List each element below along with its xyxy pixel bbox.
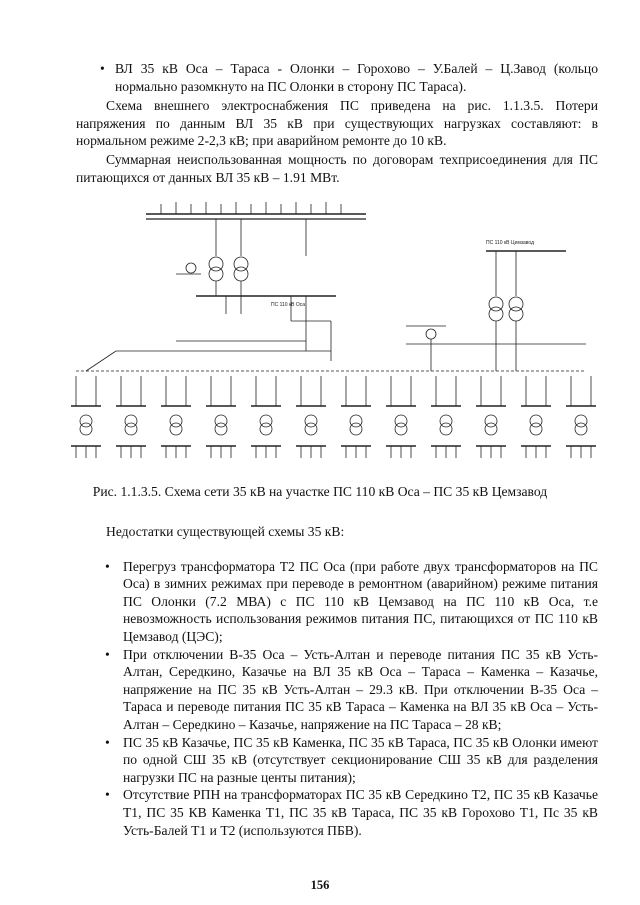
label-ps-osa: ПС 110 кВ Оса xyxy=(271,302,305,308)
page-number: 156 xyxy=(310,878,330,892)
network-schematic: ПС 110 кВ Оса ПС 110 кВ Цемзавод xyxy=(71,202,596,458)
deficiencies-list: • Перегруз трансформатора Т2 ПС Оса (при… xyxy=(105,558,598,840)
label-ps-cemzavod: ПС 110 кВ Цемзавод xyxy=(486,240,534,246)
list-item-text: При отключении В-35 Оса – Усть-Алтан и п… xyxy=(123,646,598,732)
bullet-icon: • xyxy=(105,646,110,662)
list-item-text: ПС 35 кВ Казачье, ПС 35 кВ Каменка, ПС 3… xyxy=(123,734,598,785)
list-item: • Отсутствие РПН на трансформаторах ПС 3… xyxy=(105,786,598,839)
bullet-icon: • xyxy=(100,61,105,76)
list-item: • ПС 35 кВ Казачье, ПС 35 кВ Каменка, ПС… xyxy=(105,734,598,787)
figure-caption: Рис. 1.1.3.5. Схема сети 35 кВ на участк… xyxy=(92,484,548,499)
list-item-text: Отсутствие РПН на трансформаторах ПС 35 … xyxy=(123,787,598,838)
list-item-text: Перегруз трансформатора Т2 ПС Оса (при р… xyxy=(123,558,598,644)
paragraph-scheme-description: Схема внешнего электроснабжения ПС приве… xyxy=(76,98,598,149)
deficiencies-heading: Недостатки существующей схемы 35 кВ: xyxy=(106,524,345,539)
list-item: • При отключении В-35 Оса – Усть-Алтан и… xyxy=(105,646,598,734)
bullet-icon: • xyxy=(105,787,110,803)
bullet-icon: • xyxy=(105,558,110,574)
top-bullet-item: • ВЛ 35 кВ Оса – Тараса - Олонки – Горох… xyxy=(100,60,598,95)
network-diagram-figure: ПС 110 кВ Оса ПС 110 кВ Цемзавод xyxy=(66,196,600,471)
top-bullet-text: ВЛ 35 кВ Оса – Тараса - Олонки – Горохов… xyxy=(115,61,598,94)
bullet-icon: • xyxy=(105,734,110,750)
list-item: • Перегруз трансформатора Т2 ПС Оса (при… xyxy=(105,558,598,646)
paragraph-unused-power: Суммарная неиспользованная мощность по д… xyxy=(76,152,598,185)
